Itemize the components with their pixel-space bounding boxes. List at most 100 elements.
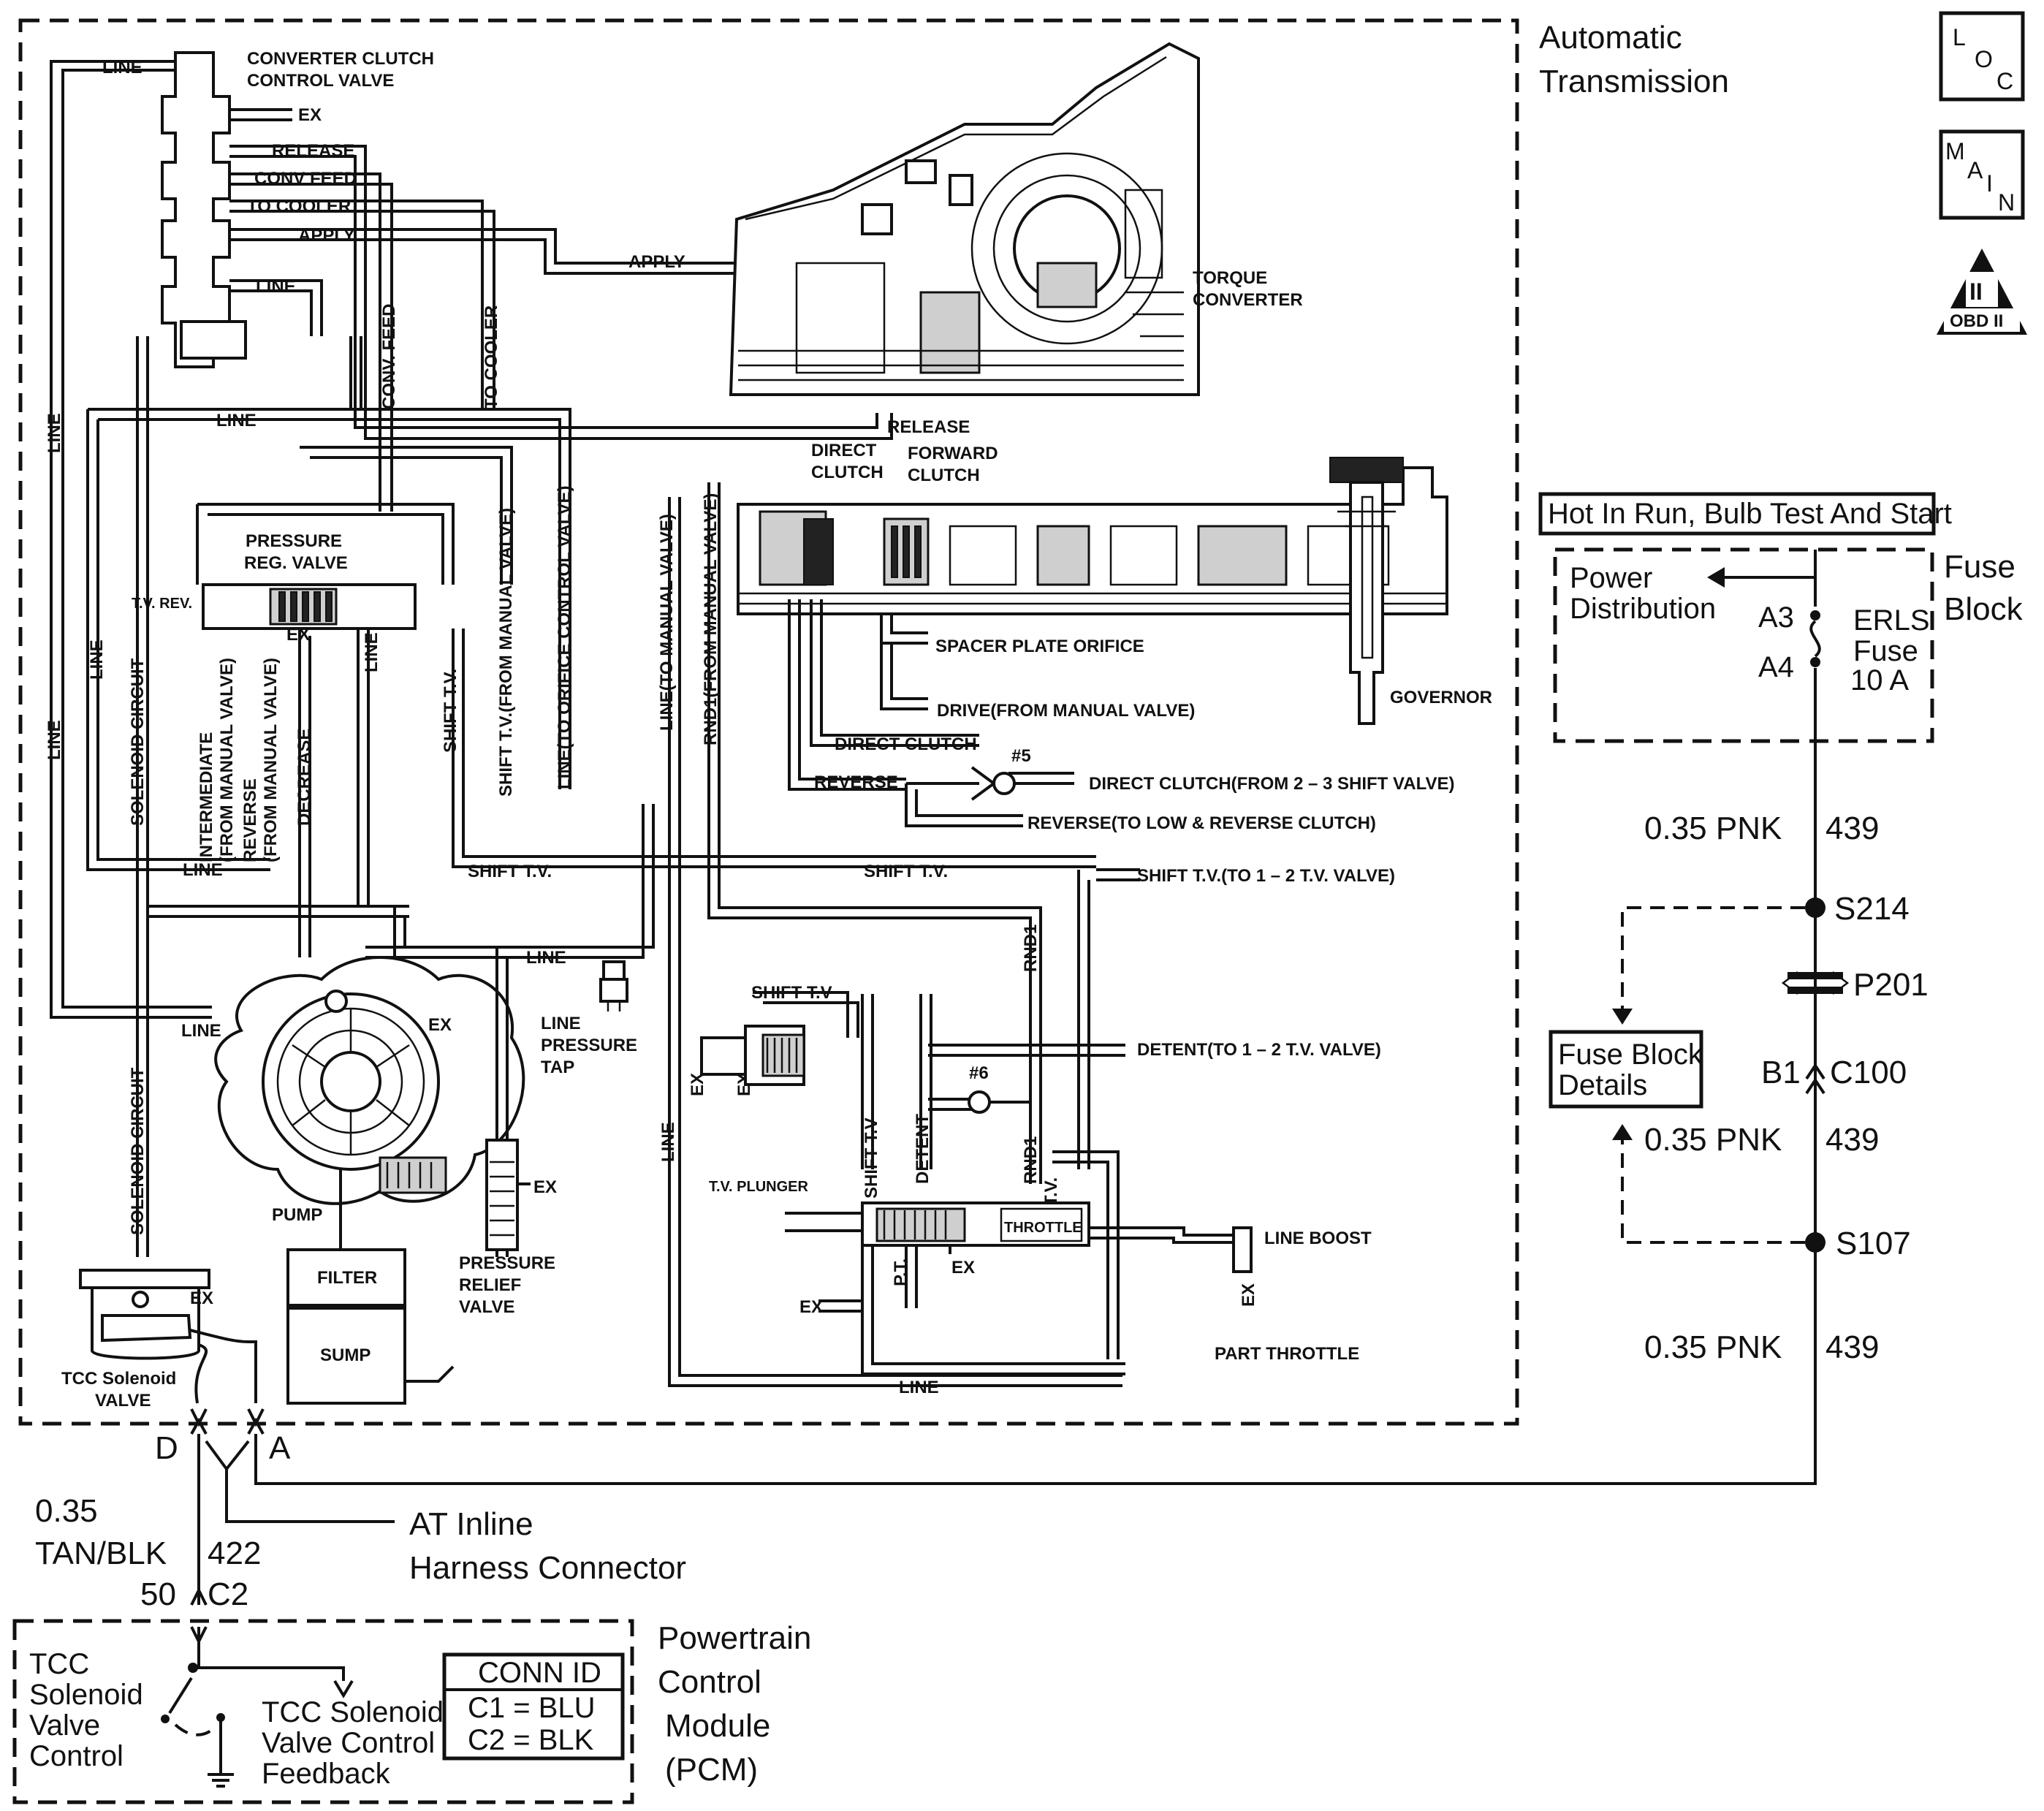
wire-w1-circuit: 439 <box>1825 810 1879 846</box>
line-label-left-mid: LINE <box>183 860 223 880</box>
apply-label-2: APPLY <box>628 252 685 272</box>
main-icon-i: I <box>1986 170 1993 197</box>
check-6-label: #6 <box>969 1063 989 1083</box>
pin-a-label: A <box>269 1430 291 1466</box>
fuse-block-details-box[interactable] <box>1549 1030 1703 1109</box>
pcm-title-line1: Powertrain <box>658 1620 811 1656</box>
wire-w3-circuit: 439 <box>1825 1329 1879 1365</box>
tcc-control-label-1: TCC <box>29 1648 89 1680</box>
throttle-label: THROTTLE <box>1004 1220 1082 1236</box>
line-label-mid: LINE <box>216 411 257 430</box>
main-icon-a: A <box>1967 157 1983 183</box>
prv-label-1: PRESSURE <box>459 1253 555 1273</box>
obd2-icon[interactable]: II OBD II <box>1937 248 2027 335</box>
torque-converter-assembly <box>729 42 1200 396</box>
fuse-block-title-line2: Block <box>1944 591 2024 627</box>
prv-label-2: RELIEF <box>459 1275 521 1295</box>
ex-label-tcc: EX <box>190 1288 213 1308</box>
throttle-valve <box>785 1150 1253 1375</box>
line-pressure-tap-3: TAP <box>541 1058 574 1077</box>
tv-v: T.V. <box>1041 1177 1061 1206</box>
wire-left-pin: 50 <box>140 1576 176 1612</box>
pressure-regulator-valve <box>196 446 513 630</box>
line-pressure-tap-2: PRESSURE <box>541 1036 637 1055</box>
hydraulic-channels-middle <box>298 482 1140 1387</box>
wire-left-circuit: 422 <box>208 1535 261 1571</box>
reverse-v2: (FROM MANUAL VALVE) <box>261 658 281 862</box>
wire-w1-gauge-color: 0.35 PNK <box>1644 810 1782 846</box>
shift-tv-v1: SHIFT T.V. <box>441 669 460 753</box>
pump-label: PUMP <box>272 1205 322 1225</box>
connector-name-1: AT Inline <box>409 1506 533 1542</box>
line-v-2: LINE <box>45 720 64 760</box>
to-cooler-h-label: TO COOLER <box>247 197 351 216</box>
main-icon-n: N <box>1998 189 2015 216</box>
fuse-a4-label: A4 <box>1758 651 1794 683</box>
direct-clutch-label-2: CLUTCH <box>811 463 884 482</box>
conn-id-c2: C2 = BLK <box>468 1724 594 1756</box>
reverse-to-low-label: REVERSE(TO LOW & REVERSE CLUTCH) <box>1027 813 1376 833</box>
fuse-block-internals <box>1707 550 1821 1242</box>
reverse-v1: REVERSE <box>240 778 260 862</box>
splice-s214-label: S214 <box>1834 891 1910 927</box>
line-boost-label: LINE BOOST <box>1264 1229 1372 1248</box>
direct-clutch-23-label: DIRECT CLUTCH(FROM 2 – 3 SHIFT VALVE) <box>1089 774 1454 794</box>
ex-v3: EX <box>1239 1283 1258 1307</box>
shift-tv-label-3: SHIFT T.V <box>751 983 832 1003</box>
governor-label: GOVERNOR <box>1390 688 1492 707</box>
filter-label: FILTER <box>317 1268 377 1288</box>
shift-tv-label-2: SHIFT T.V. <box>864 862 948 881</box>
fuse-block-region <box>1553 547 1934 743</box>
fuse-a3-label: A3 <box>1758 601 1794 634</box>
tcc-control-label-2: Solenoid <box>29 1679 143 1711</box>
connector-p201 <box>1781 971 1850 995</box>
splice-s214 <box>1612 897 1825 1025</box>
reverse-label: REVERSE <box>814 772 898 792</box>
loc-icon-l: L <box>1953 24 1966 50</box>
conn-id-c1: C1 = BLU <box>468 1692 596 1724</box>
tcc-control-label-3: Valve <box>29 1709 100 1742</box>
line-label-top: LINE <box>102 58 143 77</box>
line-label-tap: LINE <box>526 948 566 968</box>
tcc-feedback-label-1: TCC Solenoid <box>262 1696 444 1728</box>
hydraulic-channels-left <box>86 336 571 1257</box>
line-label-bottom: LINE <box>899 1378 939 1397</box>
spacer-plate-orifice-label: SPACER PLATE ORIFICE <box>935 637 1144 656</box>
splice-s107-label: S107 <box>1836 1226 1911 1261</box>
fuse-block-details-1: Fuse Block <box>1558 1039 1703 1071</box>
obd2-roman: II <box>1969 278 1983 305</box>
main-icon[interactable]: M A I N <box>1939 129 2025 220</box>
main-icon-m: M <box>1945 138 1965 164</box>
tv-plunger-label: T.V. PLUNGER <box>709 1179 809 1195</box>
line-pressure-tap-fitting <box>599 960 628 1011</box>
transmission-title-line1: Automatic <box>1539 20 1682 56</box>
line-v-4: LINE <box>362 632 381 672</box>
wire-w2-gauge-color: 0.35 PNK <box>1644 1122 1782 1158</box>
loc-icon[interactable]: L O C <box>1939 11 2025 102</box>
pcm-region <box>12 1619 634 1804</box>
wire-left-color: TAN/BLK <box>35 1535 167 1571</box>
conv-feed-label: CONV FEED <box>254 169 357 189</box>
line-label-ccv2: LINE <box>256 277 296 297</box>
splice-s107 <box>1612 1124 1825 1253</box>
line-manual-v: LINE(TO MANUAL VALVE) <box>657 514 677 731</box>
pressure-relief-valve <box>485 965 531 1251</box>
check-ball-5 <box>970 766 1016 801</box>
ex-label-tv2: EX <box>799 1297 823 1317</box>
pin-d-label: D <box>155 1430 178 1466</box>
tcc-feedback-label-2: Valve Control <box>262 1727 435 1759</box>
shift-tv-label-1: SHIFT T.V. <box>468 862 552 881</box>
to-cooler-v: TO COOLER <box>482 305 501 409</box>
fuse-block-header <box>1538 492 1936 536</box>
shift-tv-valve <box>700 991 859 1086</box>
direct-clutch-ch-label: DIRECT CLUTCH <box>835 734 977 754</box>
torque-converter-label-1: TORQUE <box>1193 268 1267 288</box>
obd2-label: OBD II <box>1950 311 2003 331</box>
conn-id-title: CONN ID <box>478 1657 601 1689</box>
loc-icon-o: O <box>1975 46 1993 72</box>
ex-label-relief: EX <box>533 1177 557 1197</box>
fuse-block-header-text: Hot In Run, Bulb Test And Start <box>1548 498 1952 530</box>
p201-label: P201 <box>1853 967 1929 1003</box>
b1-label: B1 <box>1761 1055 1801 1090</box>
